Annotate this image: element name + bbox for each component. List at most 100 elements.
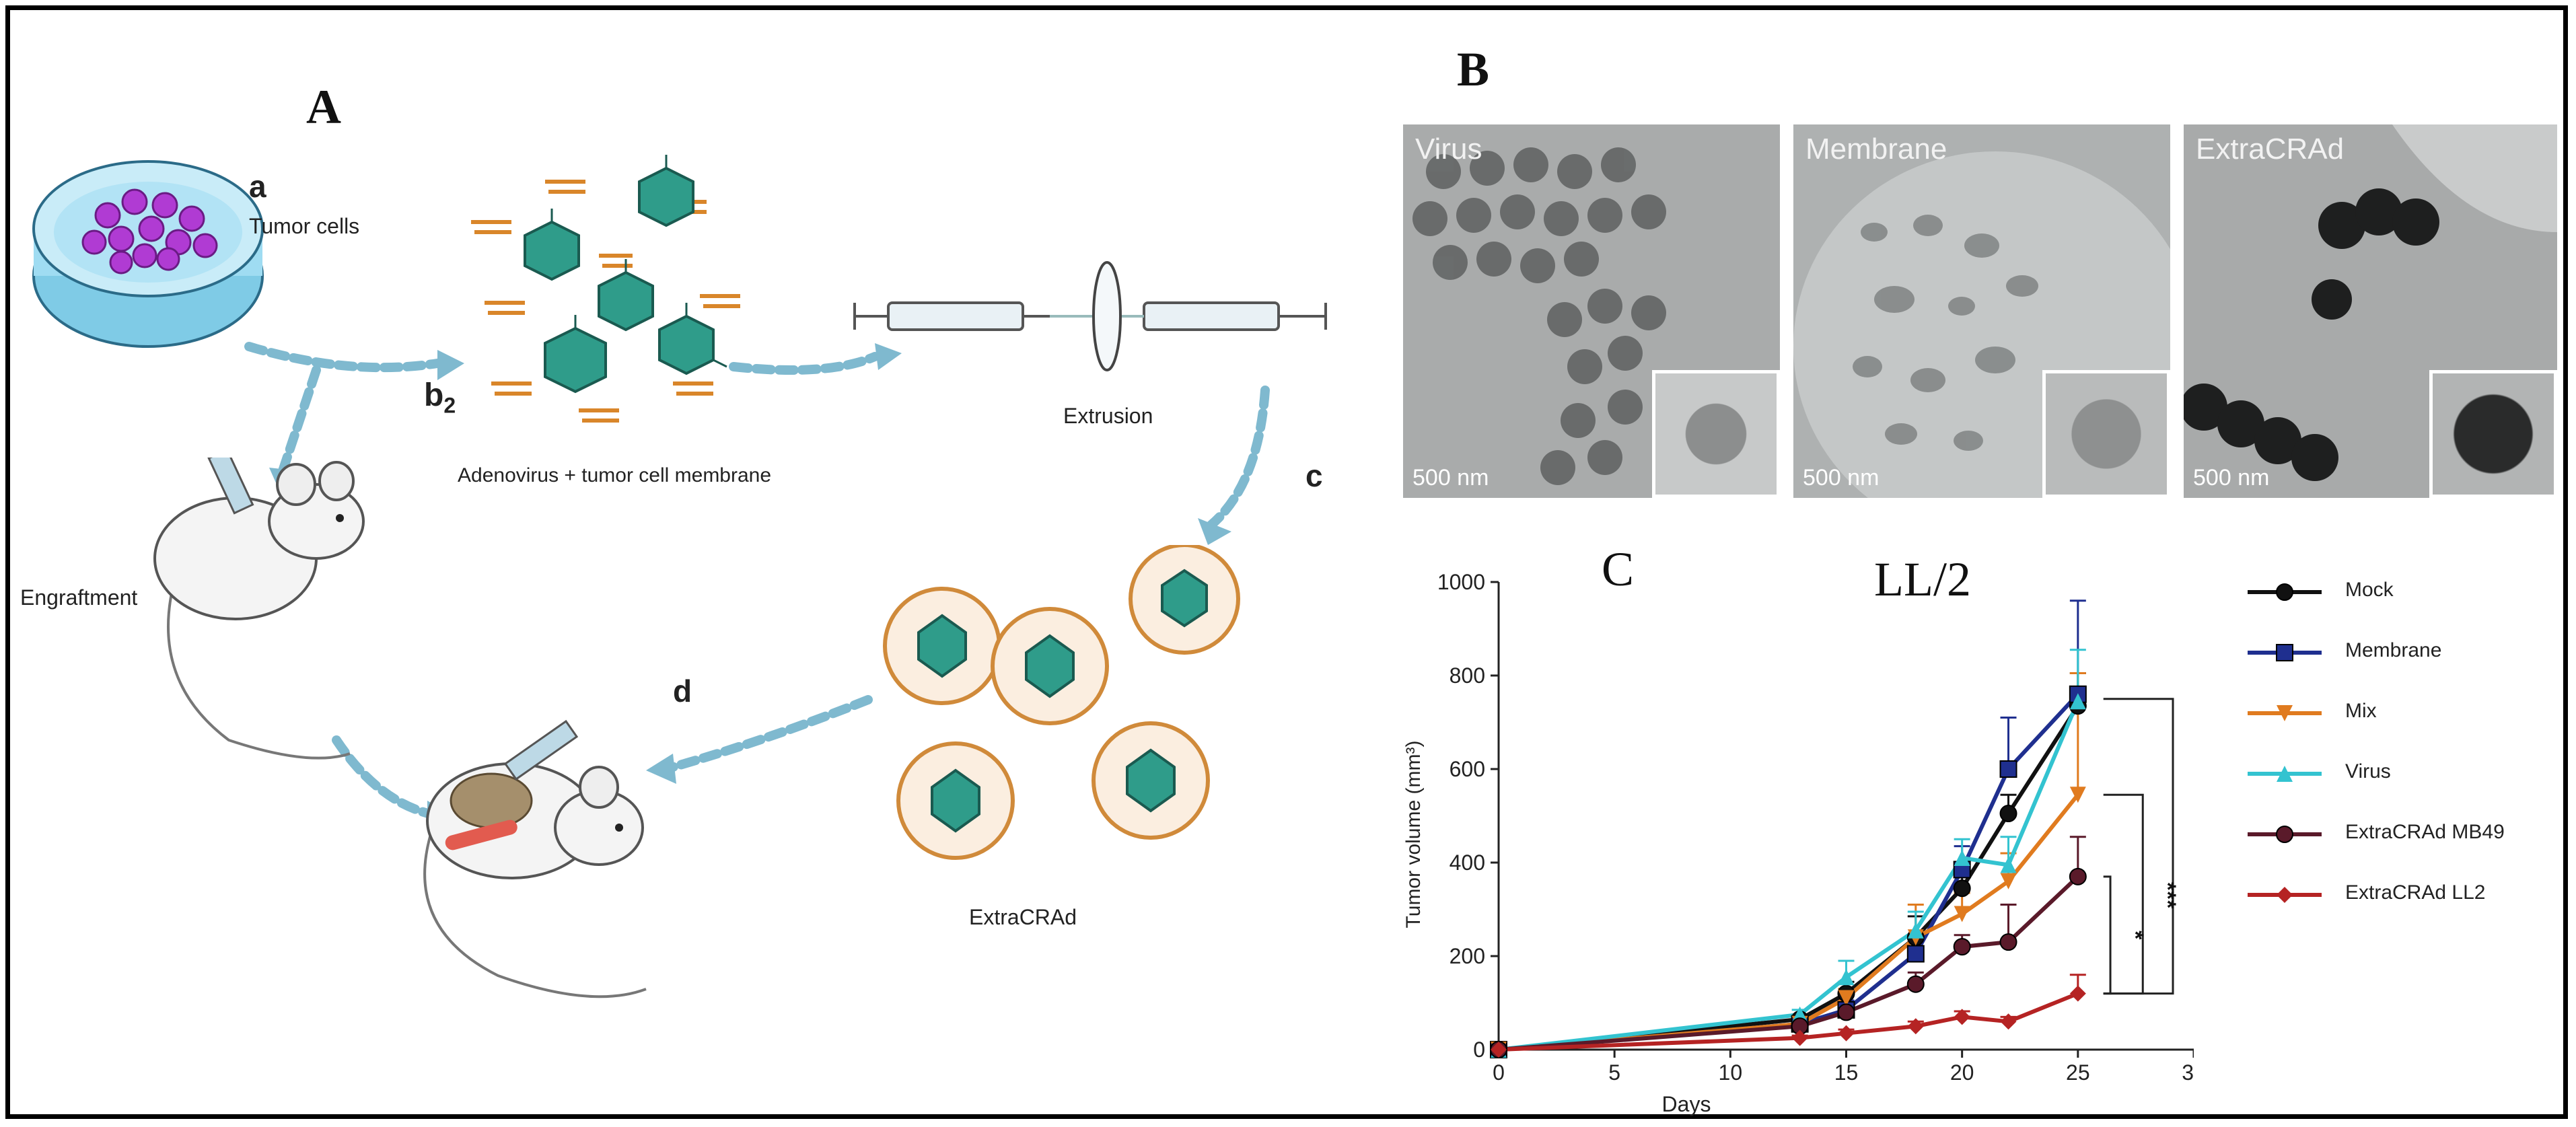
x-tick-label: 25	[2066, 1060, 2090, 1085]
panel-b-letter: B	[1457, 42, 1490, 96]
data-point-extracrad-ll2	[1491, 1042, 1507, 1058]
data-point-virus	[1954, 850, 1970, 867]
mouse-treatment-illustration	[423, 719, 647, 998]
significance-label-1star: *	[2122, 931, 2148, 940]
data-point-extracrad-mb49	[2069, 867, 2087, 885]
data-point-extracrad-mb49	[1906, 975, 1925, 993]
data-point-mix	[1954, 906, 1970, 922]
label-c: c	[1305, 458, 1323, 493]
x-tick-label: 15	[1834, 1060, 1859, 1085]
x-tick-label: 20	[1950, 1060, 1974, 1085]
label-engraftment: Engraftment	[20, 585, 138, 610]
legend-swatch-marker	[2277, 887, 2293, 903]
significance-label-4star: ****	[2185, 831, 2194, 867]
data-point-mock	[1999, 805, 2017, 823]
figure-frame	[5, 5, 2568, 1119]
tem-extracrad-scale: 500 nm	[2193, 465, 2270, 490]
data-point-virus	[1907, 922, 1924, 939]
y-tick-label: 400	[1450, 850, 1485, 875]
legend-swatch-membrane	[2248, 644, 2322, 661]
significance-bracket-middle	[2103, 793, 2144, 995]
y-tick-label: 0	[1473, 1038, 1485, 1062]
tem-extracrad-texture	[2184, 124, 2557, 481]
legend-swatch-marker	[2277, 705, 2293, 721]
tem-membrane-inset	[2042, 370, 2170, 498]
data-point-mix	[1838, 990, 1855, 1007]
legend-swatch-extracrad-mb49	[2248, 826, 2322, 843]
legend-swatch-virus	[2248, 766, 2322, 782]
label-adenovirus-membrane: Adenovirus + tumor cell membrane	[458, 464, 772, 486]
data-point-virus	[2000, 857, 2017, 873]
data-point-extracrad-ll2	[1907, 1018, 1924, 1035]
series-line-membrane	[1498, 692, 2080, 1052]
tem-image-virus: Virus 500 nm	[1403, 124, 1780, 498]
legend-swatch-marker	[2276, 826, 2293, 843]
data-point-extracrad-mb49	[1999, 933, 2017, 951]
data-point-extracrad-mb49	[1837, 1003, 1855, 1021]
y-tick-label: 800	[1450, 663, 1485, 688]
chart-axes: 05101520253002004006008001000	[1437, 570, 2194, 1085]
y-tick-label: 1000	[1437, 570, 1485, 594]
adenovirus-membrane-illustration	[471, 155, 740, 423]
legend-swatch-marker	[2277, 766, 2293, 782]
data-point-extracrad-ll2	[1954, 1009, 1970, 1025]
legend-label-mix: Mix	[2345, 700, 2377, 722]
tem-virus-texture	[1412, 147, 1666, 485]
data-point-extracrad-ll2	[2069, 985, 2086, 1002]
tem-virus-inset	[1652, 370, 1780, 498]
tumor-volume-chart: 05101520253002004006008001000 ******** T…	[1402, 570, 2194, 1116]
chart-series-lines	[1498, 692, 2080, 1052]
label-extrusion: Extrusion	[1063, 404, 1153, 428]
y-tick-label: 200	[1450, 944, 1485, 968]
legend-label-extracrad-ll2: ExtraCRAd LL2	[2345, 881, 2486, 904]
x-tick-label: 30	[2182, 1060, 2194, 1085]
series-line-mix	[1498, 793, 2080, 1052]
panel-a-letter: A	[306, 80, 341, 134]
data-point-virus	[1838, 969, 1855, 986]
tem-image-extracrad: ExtraCRAd 500 nm	[2184, 124, 2557, 498]
mouse-engraftment-illustration	[153, 458, 365, 760]
extracrad-particles-illustration	[883, 545, 1240, 860]
label-b2-letter: b	[424, 377, 444, 413]
chart-significance: ********	[2103, 698, 2194, 995]
tem-image-membrane: Membrane 500 nm	[1793, 124, 2170, 498]
legend-label-virus: Virus	[2345, 760, 2391, 783]
x-tick-label: 5	[1608, 1060, 1620, 1085]
data-point-mix	[2069, 787, 2086, 803]
legend-label-membrane: Membrane	[2345, 639, 2442, 661]
data-point-extracrad-ll2	[2000, 1013, 2017, 1030]
significance-label-3star: ***	[2155, 882, 2180, 909]
data-point-extracrad-ll2	[1791, 1029, 1808, 1046]
legend-label-mock: Mock	[2345, 579, 2394, 601]
legend-swatch-mix	[2248, 705, 2322, 721]
label-extracrad: ExtraCRAd	[969, 905, 1077, 929]
label-a: a	[249, 169, 266, 204]
label-b2-subscript: 2	[443, 393, 456, 418]
y-tick-label: 600	[1450, 757, 1485, 781]
significance-bracket-outer	[2103, 698, 2174, 995]
label-tumor-cells: Tumor cells	[249, 214, 360, 238]
tem-virus-scale: 500 nm	[1412, 465, 1489, 490]
label-d: d	[673, 674, 692, 708]
extrusion-illustration	[853, 261, 1327, 371]
data-point-virus	[2069, 693, 2086, 710]
label-b2: b2	[424, 377, 456, 419]
legend-swatch-mock	[2248, 583, 2322, 601]
chart-title: LL/2	[1874, 552, 1971, 606]
chart-y-axis-label: Tumor volume (mm³)	[1402, 741, 1425, 929]
petri-dish-illustration	[32, 160, 264, 348]
data-point-mix	[2000, 873, 2017, 889]
legend-swatch-marker	[2276, 644, 2293, 661]
x-tick-label: 0	[1493, 1060, 1505, 1085]
tem-extracrad-inset	[2429, 370, 2557, 498]
data-point-extracrad-ll2	[1838, 1025, 1855, 1042]
tem-membrane-scale: 500 nm	[1803, 465, 1880, 490]
data-point-membrane	[1906, 945, 1925, 963]
series-line-mock	[1498, 704, 2080, 1052]
data-point-mock	[1953, 879, 1971, 898]
tem-extracrad-label: ExtraCRAd	[2196, 133, 2345, 166]
tem-membrane-label: Membrane	[1805, 133, 1947, 166]
chart-markers	[1490, 685, 2087, 1058]
legend-swatch-extracrad-ll2	[2248, 887, 2322, 903]
